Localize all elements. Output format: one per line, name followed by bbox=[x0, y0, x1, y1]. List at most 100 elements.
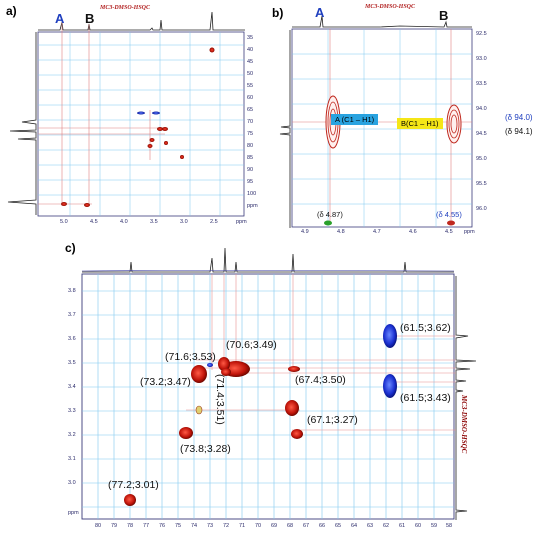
panel-a-peak bbox=[152, 111, 160, 115]
panel-c-peak-small-blue bbox=[207, 363, 213, 367]
panel-c-x-tick: 69 bbox=[271, 523, 278, 529]
panel-c-x-tick: 72 bbox=[223, 523, 230, 529]
panel-c-x-tick: 61 bbox=[399, 523, 406, 529]
panel-a-y-tick: 70 bbox=[247, 119, 254, 125]
panel-c-x-tick: 62 bbox=[383, 523, 390, 529]
panel-c-y-tick: 3.5 bbox=[68, 360, 76, 366]
panel-a-x-tick: 3.0 bbox=[180, 219, 188, 225]
panel-b-top-trace bbox=[292, 15, 472, 28]
panel-a-peak bbox=[149, 138, 155, 142]
panel-a-y-tick: 85 bbox=[247, 155, 254, 161]
panel-a-peak bbox=[180, 155, 184, 159]
panel-b-left-trace bbox=[279, 30, 291, 228]
panel-c-x-tick: 75 bbox=[175, 523, 182, 529]
panel-c-x-tick: 67 bbox=[303, 523, 310, 529]
panel-b-peak-b-label: B(C1 – H1) bbox=[397, 118, 443, 129]
panel-b-dot-a bbox=[324, 220, 332, 226]
panel-b-x-tick: ppm bbox=[464, 229, 475, 235]
panel-c-peak-label: (73.8;3.28) bbox=[180, 443, 231, 455]
panel-a-x-tick: 3.5 bbox=[150, 219, 158, 225]
panel-a-y-tick: 50 bbox=[247, 71, 254, 77]
panel-a-x-tick: 4.5 bbox=[90, 219, 98, 225]
panel-c-x-tick: 79 bbox=[111, 523, 118, 529]
panel-a-peak bbox=[157, 127, 163, 131]
panel-a-y-tick: 40 bbox=[247, 47, 254, 53]
panel-b-y-tick: 96.0 bbox=[476, 206, 487, 212]
panel-c-right-trace bbox=[455, 276, 477, 520]
panel-a-peak bbox=[61, 202, 67, 206]
panel-c-peaks bbox=[124, 324, 397, 506]
panel-b-y-tick: 95.5 bbox=[476, 181, 487, 187]
panel-b-title: MC3-DMSO-HSQC bbox=[365, 4, 416, 10]
panel-c-x-tick: 58 bbox=[446, 523, 453, 529]
panel-b-h-shift-a: (δ 4.87) bbox=[317, 210, 343, 219]
panel-a-y-tick: 65 bbox=[247, 107, 254, 113]
panel-a-y-tick: 35 bbox=[247, 35, 254, 41]
panel-b-y-tick: 93.5 bbox=[476, 81, 487, 87]
panel-a-marker-a: A bbox=[55, 11, 65, 26]
panel-c-y-tick: 3.0 bbox=[68, 480, 76, 486]
panel-a-x-tick: 5.0 bbox=[60, 219, 68, 225]
panel-c-peak-label: (77.2;3.01) bbox=[108, 479, 159, 491]
panel-c-peak-label: (71.4;3.51) bbox=[214, 374, 226, 425]
panel-a-x-tick: ppm bbox=[236, 219, 247, 225]
panel-a-y-tick: 90 bbox=[247, 167, 254, 173]
panel-b-marker-b: B bbox=[439, 8, 449, 23]
panel-b-label: b) bbox=[272, 6, 284, 20]
panel-c-guides bbox=[186, 274, 456, 431]
panel-c-peak-67-4 bbox=[288, 366, 300, 372]
panel-c-y-tick: 3.3 bbox=[68, 408, 76, 414]
panel-c-peak-label: (67.1;3.27) bbox=[307, 414, 358, 426]
panel-a-title: MC3-DMSO-HSQC bbox=[100, 5, 151, 11]
panel-b-y-tick: 93.0 bbox=[476, 56, 487, 62]
panel-c-x-tick: 65 bbox=[335, 523, 342, 529]
panel-b-c-shift-a: (δ 94.0) bbox=[505, 113, 533, 122]
panel-a-grid bbox=[38, 32, 244, 216]
panel-b-peak-a-label: A (C1 – H1) bbox=[331, 114, 379, 125]
panel-c-top-trace bbox=[82, 247, 454, 273]
panel-c-label: c) bbox=[65, 241, 76, 255]
panel-a-y-tick: 100 bbox=[247, 191, 257, 197]
panel-a-marker-b: B bbox=[85, 11, 95, 26]
panel-c-x-tick: 78 bbox=[127, 523, 134, 529]
panel-b-c-shift-b: (δ 94.1) bbox=[505, 127, 533, 136]
panel-c-x-tick: 71 bbox=[239, 523, 246, 529]
panel-c-peak-71-4 bbox=[221, 368, 231, 376]
panel-c-x-tick: 59 bbox=[431, 523, 438, 529]
panel-c-peak-73-8 bbox=[179, 427, 193, 439]
panel-c-y-tick: ppm bbox=[68, 510, 79, 516]
panel-b-x-tick: 4.7 bbox=[373, 229, 381, 235]
panel-b-y-tick: 94.0 bbox=[476, 106, 487, 112]
panel-a-peak bbox=[162, 127, 168, 131]
panel-c-side-title: MC3-DMSO-HSQC bbox=[460, 395, 468, 454]
panel-c-y-tick: 3.7 bbox=[68, 312, 76, 318]
panel-c-peak-67-1a bbox=[285, 400, 299, 416]
panel-a-y-tick: 80 bbox=[247, 143, 254, 149]
panel-a-x-tick: 2.5 bbox=[210, 219, 218, 225]
panel-c-x-tick: 77 bbox=[143, 523, 150, 529]
panel-a-y-tick: 45 bbox=[247, 59, 254, 65]
panel-c-y-tick: 3.4 bbox=[68, 384, 76, 390]
panel-b-y-tick: 95.0 bbox=[476, 156, 487, 162]
panel-c-x-tick: 60 bbox=[415, 523, 422, 529]
panel-b-x-tick: 4.9 bbox=[301, 229, 309, 235]
panel-a-top-trace bbox=[38, 11, 245, 31]
panel-b-dot-b bbox=[447, 220, 455, 226]
panel-a-spectrum bbox=[7, 11, 245, 217]
panel-b-h-shift-b: (δ 4.55) bbox=[436, 210, 462, 219]
panel-c-peak-73-2 bbox=[191, 365, 207, 383]
panel-b-grid bbox=[292, 29, 472, 227]
panel-c-peak-label: (73.2;3.47) bbox=[140, 376, 191, 388]
panel-a-y-tick: 75 bbox=[247, 131, 254, 137]
panel-c-x-tick: 76 bbox=[159, 523, 166, 529]
panel-c-y-tick: 3.8 bbox=[68, 288, 76, 294]
panel-c-peak-label: (61.5;3.43) bbox=[400, 392, 451, 404]
panel-c-y-tick: 3.1 bbox=[68, 456, 76, 462]
panel-c-peak-label: (71.6;3.53) bbox=[165, 351, 216, 363]
panel-a-y-tick: 60 bbox=[247, 95, 254, 101]
panel-c-peak-label: (61.5;3.62) bbox=[400, 322, 451, 334]
panel-a-y-tick: 95 bbox=[247, 179, 254, 185]
panel-a-left-trace bbox=[7, 32, 37, 215]
panel-c-x-tick: 66 bbox=[319, 523, 326, 529]
